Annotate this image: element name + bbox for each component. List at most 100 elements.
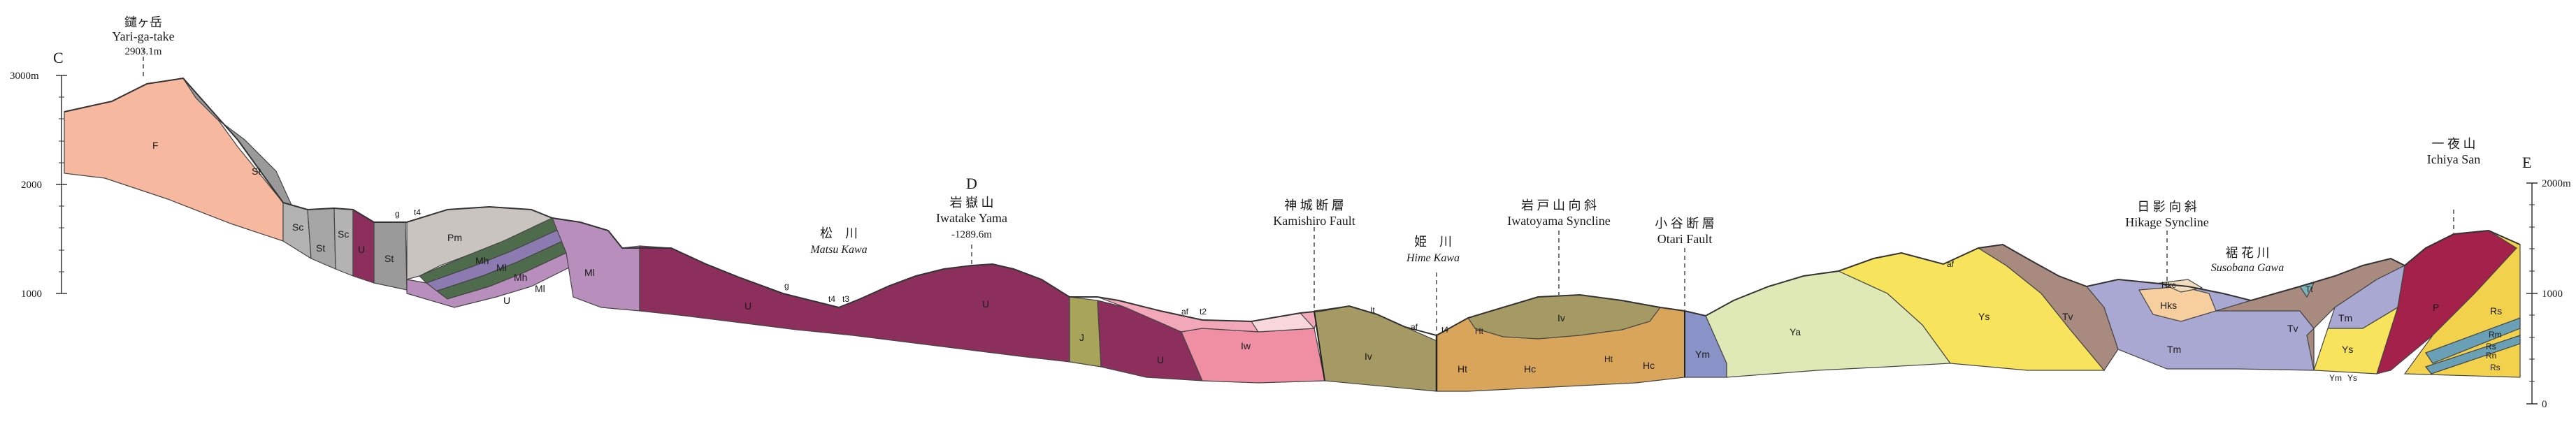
yari-jp: 鑓ヶ岳 bbox=[124, 15, 162, 29]
label-mh-2: Mh bbox=[514, 272, 527, 283]
susobana-en: Susobana Gawa bbox=[2211, 262, 2284, 274]
otari-en: Otari Fault bbox=[1657, 232, 1713, 246]
label-pm: Pm bbox=[447, 232, 462, 243]
label-it: It bbox=[1370, 305, 1375, 315]
label-rs-2: Rs bbox=[2486, 342, 2496, 351]
ichiya-en: Ichiya San bbox=[2427, 152, 2480, 166]
iwatake-en: Iwatake Yama bbox=[936, 211, 1007, 225]
label-ya: Ya bbox=[1790, 326, 1801, 337]
label-ys-low: Ys bbox=[2347, 373, 2357, 383]
left-elevation-scale: 3000m 2000 1000 C bbox=[10, 49, 67, 300]
label-sc-2: Sc bbox=[338, 228, 349, 240]
label-rs-3: Rs bbox=[2490, 363, 2501, 372]
unit-rm-band bbox=[2425, 317, 2521, 364]
label-ht-low: Ht bbox=[1458, 363, 1467, 374]
right-scale-2000: 2000m bbox=[2542, 178, 2571, 189]
label-u-east: U bbox=[1157, 354, 1164, 365]
unit-st-block bbox=[307, 208, 336, 270]
kamishiro-jp: 神 城 断 層 bbox=[1284, 198, 1344, 212]
label-rn: Rn bbox=[2486, 351, 2496, 361]
label-ys-east: Ys bbox=[2342, 344, 2353, 355]
hikage-en: Hikage Syncline bbox=[2125, 215, 2208, 229]
right-elevation-scale: 2000m 1000 0 E bbox=[2522, 154, 2571, 410]
label-u-matsu: U bbox=[744, 300, 751, 312]
iwatoyama-en: Iwatoyama Syncline bbox=[1507, 214, 1610, 228]
label-st: St bbox=[316, 242, 325, 254]
label-tm: Tm bbox=[2167, 344, 2181, 355]
label-ht-west: Ht bbox=[1475, 326, 1484, 336]
label-ys: Ys bbox=[1978, 311, 1989, 322]
label-tm-east: Tm bbox=[2338, 312, 2352, 323]
hikage-jp: 日 影 向 斜 bbox=[2137, 200, 2197, 214]
label-af-hime: af bbox=[1411, 322, 1418, 332]
section-point-d: D bbox=[966, 175, 977, 192]
unit-iv-west bbox=[1314, 305, 1441, 392]
section-end-e: E bbox=[2522, 154, 2531, 171]
label-ym: Ym bbox=[1695, 349, 1710, 360]
label-hc-east: Hc bbox=[1643, 360, 1655, 371]
label-ml: Ml bbox=[584, 267, 595, 278]
label-g: g bbox=[395, 209, 400, 219]
kamishiro-en: Kamishiro Fault bbox=[1273, 214, 1355, 228]
fault-lines bbox=[143, 49, 2454, 391]
label-u-iwatake: U bbox=[982, 298, 989, 310]
label-t4-west: t4 bbox=[414, 208, 421, 217]
ichiya-jp: 一 夜 山 bbox=[2432, 137, 2476, 151]
yari-elev: 2903.1m bbox=[125, 46, 162, 57]
iwatake-jp: 岩 嶽 山 bbox=[950, 196, 994, 210]
unit-labels: F St Sc St Sc U St g t4 Pm Mh Ml Mh Ml U… bbox=[152, 140, 2502, 383]
label-tt: Tt bbox=[2305, 284, 2313, 294]
label-st-slope: St bbox=[252, 166, 261, 177]
unit-f-body bbox=[64, 78, 284, 242]
label-u-low: U bbox=[503, 295, 510, 306]
label-sc: Sc bbox=[292, 221, 303, 233]
hime-en: Hime Kawa bbox=[1406, 252, 1460, 264]
label-g-matsu: g bbox=[784, 281, 789, 291]
yari-en: Yari-ga-take bbox=[112, 29, 174, 43]
terrain-profile bbox=[64, 77, 2521, 337]
matsu-en: Matsu Kawa bbox=[810, 244, 867, 256]
susobana-jp: 裾 花 川 bbox=[2226, 246, 2270, 260]
unit-sc-block-2 bbox=[333, 208, 354, 277]
label-f: F bbox=[152, 140, 159, 151]
label-iw: Iw bbox=[1241, 340, 1251, 351]
label-iv-east: Iv bbox=[1557, 312, 1565, 323]
section-end-c: C bbox=[53, 49, 64, 66]
label-hks: Hks bbox=[2160, 300, 2177, 311]
unit-rs bbox=[2403, 230, 2521, 378]
right-scale-0: 0 bbox=[2542, 399, 2547, 410]
label-ht-east: Ht bbox=[1604, 354, 1613, 364]
matsu-jp: 松 川 bbox=[820, 226, 858, 240]
hime-jp: 姫 川 bbox=[1414, 235, 1452, 249]
left-scale-1000: 1000 bbox=[21, 289, 42, 300]
right-scale-1000: 1000 bbox=[2542, 289, 2563, 300]
otari-jp: 小 谷 断 層 bbox=[1655, 217, 1715, 231]
label-j: J bbox=[1079, 332, 1084, 343]
label-tv-east: Tv bbox=[2287, 323, 2298, 334]
unit-iw bbox=[1181, 328, 1325, 384]
feature-labels: 松 川 Matsu Kawa 神 城 断 層 Kamishiro Fault 姫… bbox=[810, 198, 2284, 274]
label-t3-matsu: t3 bbox=[842, 294, 849, 304]
label-t4-matsu: t4 bbox=[828, 294, 835, 304]
label-mh-1: Mh bbox=[475, 255, 489, 266]
label-hc: Hc bbox=[1524, 363, 1536, 374]
label-rs: Rs bbox=[2490, 305, 2502, 316]
left-scale-2000: 2000 bbox=[21, 180, 42, 191]
unit-rn-band bbox=[2424, 335, 2521, 374]
label-u-strip: U bbox=[358, 244, 365, 255]
label-t2: t2 bbox=[1200, 307, 1207, 316]
label-st-3: St bbox=[384, 253, 394, 264]
label-iv-west: Iv bbox=[1365, 351, 1372, 362]
label-hkc: Hkc bbox=[2161, 280, 2176, 290]
iwatoyama-jp: 岩 戸 山 向 斜 bbox=[1521, 198, 1597, 212]
label-t4-hime: t4 bbox=[1441, 325, 1448, 335]
strata bbox=[64, 78, 2521, 392]
peak-labels: 鑓ヶ岳 Yari-ga-take 2903.1m D 岩 嶽 山 Iwatake… bbox=[112, 15, 2480, 240]
label-ym-east: Ym bbox=[2329, 373, 2342, 383]
left-scale-3000: 3000m bbox=[10, 71, 39, 82]
label-ml-small: Ml bbox=[496, 262, 507, 273]
unit-ys-east bbox=[2313, 306, 2399, 374]
label-af-ys: af bbox=[1947, 259, 1955, 269]
label-rm: Rm bbox=[2489, 330, 2502, 340]
